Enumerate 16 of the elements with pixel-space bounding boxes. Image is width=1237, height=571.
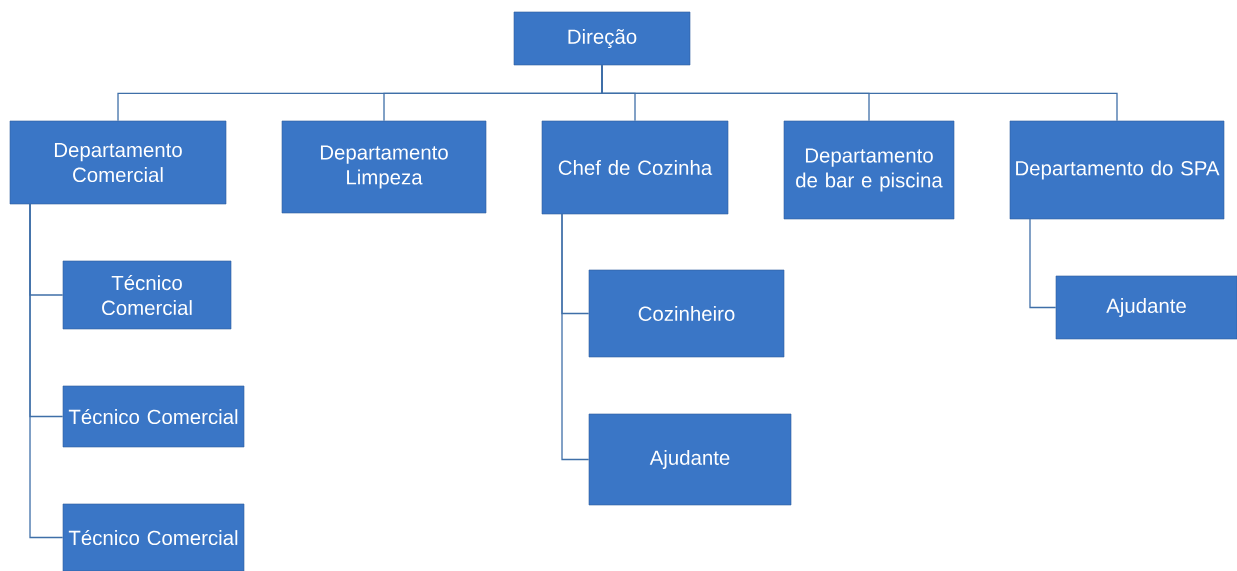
connector-line (1029, 218, 1057, 309)
org-box: Departamento de bar e piscina (783, 120, 955, 220)
org-box: Técnico Comercial (62, 503, 245, 571)
org-box: Departamento Comercial (9, 120, 227, 205)
org-box: Técnico Comercial (62, 385, 245, 448)
org-box: Chef de Cozinha (541, 120, 729, 215)
org-box: Direção (513, 11, 691, 66)
org-box: Ajudante (1055, 275, 1237, 340)
org-box: Cozinheiro (588, 269, 785, 358)
connector-line (601, 64, 1118, 122)
org-box: Departamento Limpeza (281, 120, 487, 214)
connector-line (29, 203, 64, 539)
org-box: Departamento do SPA (1009, 120, 1225, 220)
connector-line (561, 213, 590, 461)
org-box: Ajudante (588, 413, 792, 506)
org-box: Técnico Comercial (62, 260, 232, 330)
